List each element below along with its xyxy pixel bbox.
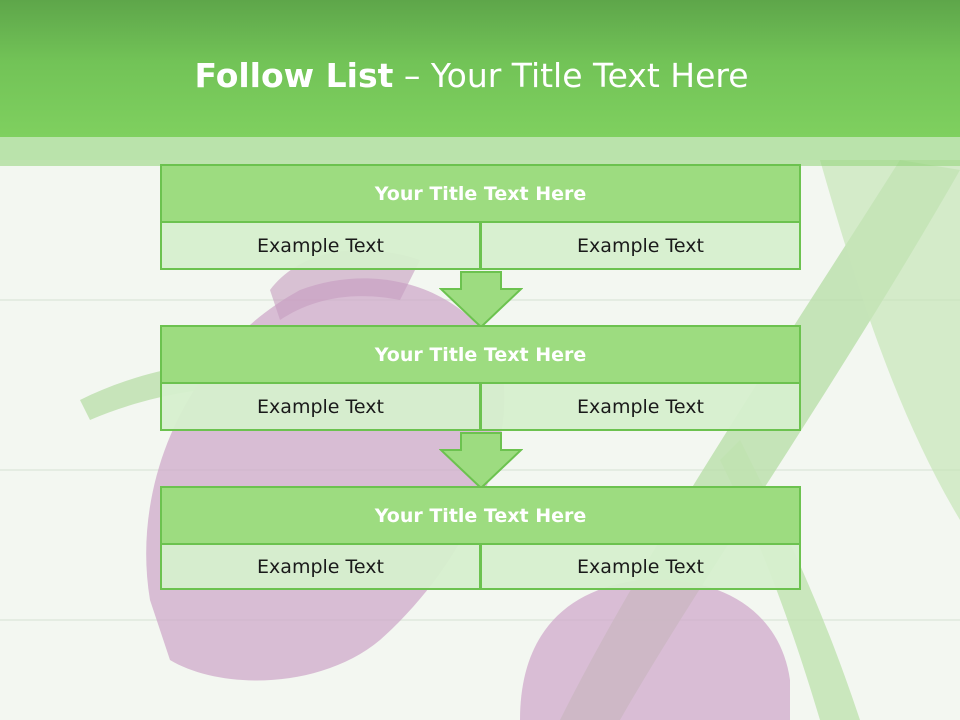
step-title[interactable]: Your Title Text Here (160, 486, 801, 545)
slide-title-bold: Follow List (194, 56, 394, 95)
slide-title: Follow List – Your Title Text Here (0, 56, 943, 95)
down-arrow-icon (439, 271, 523, 329)
step-cell-left[interactable]: Example Text (160, 221, 481, 270)
step-title[interactable]: Your Title Text Here (160, 325, 801, 384)
step-cell-right[interactable]: Example Text (480, 543, 801, 590)
header-bar: Follow List – Your Title Text Here (0, 0, 960, 137)
step-block-1: Your Title Text Here Example Text Exampl… (160, 164, 801, 272)
slide-title-rest: – Your Title Text Here (393, 56, 749, 95)
down-arrow-icon (439, 432, 523, 490)
step-title[interactable]: Your Title Text Here (160, 164, 801, 223)
header-strip (0, 137, 960, 166)
step-cell-left[interactable]: Example Text (160, 382, 481, 431)
step-cell-right[interactable]: Example Text (480, 221, 801, 270)
step-cell-left[interactable]: Example Text (160, 543, 481, 590)
step-cell-right[interactable]: Example Text (480, 382, 801, 431)
step-block-2: Your Title Text Here Example Text Exampl… (160, 325, 801, 433)
step-block-3: Your Title Text Here Example Text Exampl… (160, 486, 801, 592)
